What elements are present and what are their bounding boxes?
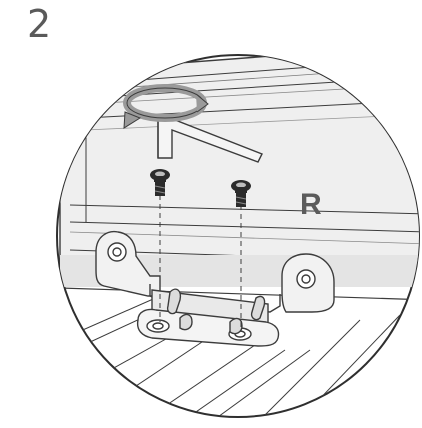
button-head-screw-icon <box>150 169 170 196</box>
step-number: 2 <box>27 2 52 46</box>
hinge-bracket <box>95 230 335 313</box>
hex-key-icon <box>157 117 263 163</box>
clockwise-rotation-arrow-icon <box>123 84 209 129</box>
button-head-screw-icon <box>231 180 251 207</box>
side-label: R <box>300 188 322 221</box>
clamp-plate <box>136 288 280 347</box>
screw-guide-lines <box>159 195 242 330</box>
